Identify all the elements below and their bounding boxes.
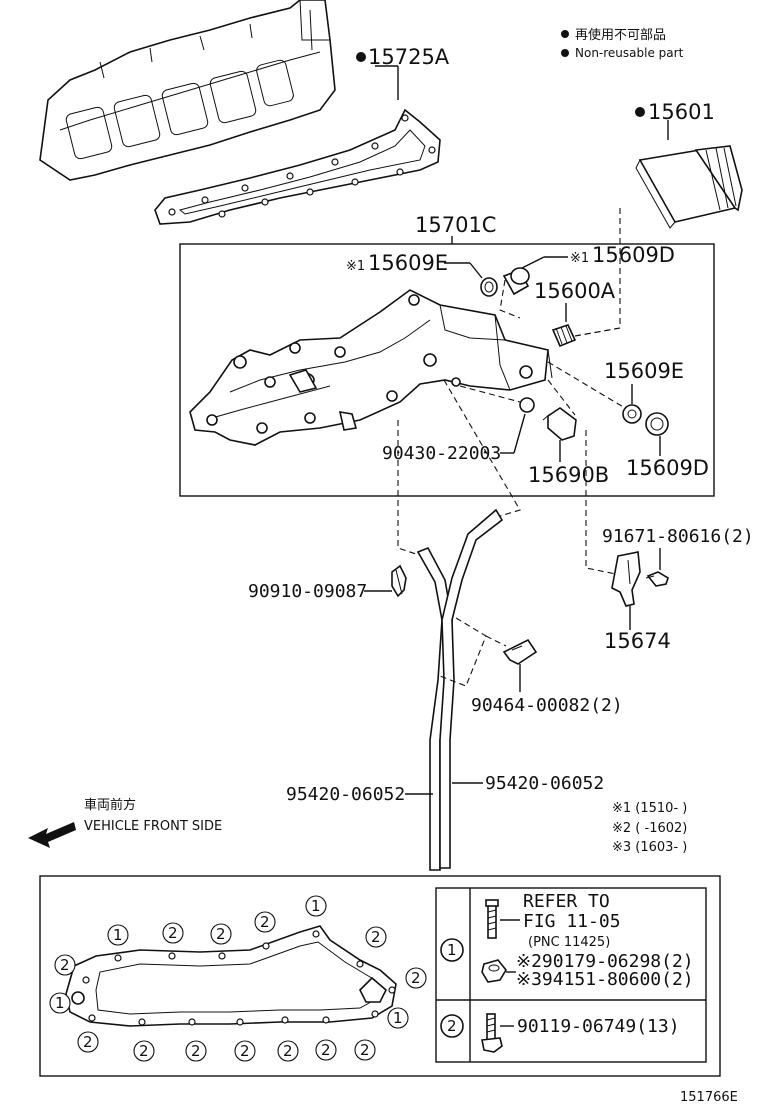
- part-number-bracket-15674[interactable]: 15674: [604, 629, 671, 653]
- plug-15609D-right-illustration: [645, 412, 669, 436]
- note-asterisk3: ※3 (1603- ): [612, 840, 687, 855]
- callout-2: 2: [139, 1042, 149, 1060]
- union-15600A-illustration: [551, 324, 577, 348]
- engine-block-illustration: [39, 0, 336, 181]
- note-asterisk1: ※1 (1510- ): [612, 801, 687, 816]
- callout-1: 1: [393, 1009, 403, 1027]
- part-number-oil-cooler-15701C[interactable]: 15701C: [415, 213, 496, 237]
- part-number-clamp-90464-00082[interactable]: 90464-00082(2): [471, 695, 623, 716]
- table-row1-part-94151-80600[interactable]: ※394151-80600(2): [516, 969, 694, 990]
- part-number-plug-15609E-top[interactable]: 15609E: [368, 251, 448, 275]
- callout-2: 2: [168, 924, 178, 942]
- plug-15609E-top-illustration: [480, 277, 498, 297]
- legend-dot-icon: [561, 49, 569, 57]
- part-number-gasket-15725A[interactable]: 15725A: [368, 45, 450, 69]
- gasket-15725A: [154, 108, 441, 225]
- callout-2: 2: [60, 956, 70, 974]
- part-number-plug-15609E-right[interactable]: 15609E: [604, 359, 684, 383]
- gasket-bolt-callouts: [49, 895, 427, 1062]
- gasket-bolt-detail-box: [39, 875, 721, 1077]
- hose-95420-06052-right-illustration: [439, 508, 504, 869]
- bolt-reference-table: 1 2 REFER TO FIG 11-05 (PNC 11425) ※2901…: [435, 887, 707, 1063]
- callout-2: 2: [240, 1042, 250, 1060]
- gasket-90430-22003-illustration: [519, 397, 535, 413]
- table-row1-fig: FIG 11-05: [523, 911, 621, 932]
- part-number-bolt-91671-80616[interactable]: 91671-80616(2): [602, 526, 754, 547]
- non-reusable-dot-icon: [635, 107, 645, 117]
- part-number-gasket-90430-22003[interactable]: 90430-22003: [382, 443, 501, 464]
- callout-1: 1: [55, 994, 65, 1012]
- bracket-15674-illustration: [611, 551, 641, 607]
- bolt-91671-80616-illustration: [645, 571, 669, 587]
- oil-cooler-assembly-box: [179, 243, 715, 497]
- table-row1-part-90179-06298[interactable]: ※290179-06298(2): [516, 951, 694, 972]
- callout-2: 2: [360, 1041, 370, 1059]
- callout-2: 2: [283, 1042, 293, 1060]
- legend: 再使用不可部品 Non-reusable part: [561, 27, 684, 60]
- part-number-hose-95420-06052-right[interactable]: 95420-06052: [485, 773, 604, 794]
- table-row2-part-90119-06749[interactable]: 90119-06749(13): [517, 1016, 680, 1037]
- bolt-icon: [485, 899, 499, 939]
- drain-cock-90910-09087-illustration: [391, 564, 407, 598]
- table-row1-pnc: (PNC 11425): [528, 935, 610, 950]
- part-number-switch-15690B[interactable]: 15690B: [528, 463, 609, 487]
- nut-icon: [481, 959, 507, 983]
- switch-15690B-illustration: [542, 407, 577, 441]
- table-row1-id: 1: [447, 941, 457, 959]
- note-asterisk2: ※2 ( -1602): [612, 821, 687, 836]
- callout-2: 2: [216, 925, 226, 943]
- callout-2: 2: [83, 1033, 93, 1051]
- callout-2: 2: [260, 913, 270, 931]
- front-arrow-icon: [28, 822, 76, 848]
- plug-15609D-top-illustration: [502, 267, 530, 296]
- gasket-detail-illustration: [65, 925, 397, 1027]
- legend-dot-icon: [561, 30, 569, 38]
- callout-2: 2: [191, 1042, 201, 1060]
- vehicle-front-en: VEHICLE FRONT SIDE: [84, 819, 222, 834]
- flange-bolt-icon: [481, 1013, 503, 1053]
- table-row1-refer: REFER TO: [523, 891, 610, 912]
- part-number-oil-filter-15601[interactable]: 15601: [648, 100, 715, 124]
- mark-asterisk1-ref: ※1: [570, 251, 589, 266]
- oil-filter-15601: [635, 145, 743, 229]
- legend-non-reusable-ja: 再使用不可部品: [575, 27, 666, 43]
- part-number-drain-cock-90910-09087[interactable]: 90910-09087: [248, 581, 367, 602]
- plug-15609E-right-illustration: [622, 404, 642, 424]
- mark-asterisk1: ※1: [346, 259, 365, 274]
- oil-cooler-body-illustration: [189, 289, 553, 446]
- table-row2-id: 2: [447, 1017, 457, 1035]
- gasket-bolt-callout-labels: 1 2 2 2 1 2 2 2 1 2 2 2 2 2 2 2 1: [55, 897, 421, 1060]
- part-number-plug-15609D-top[interactable]: 15609D: [592, 243, 675, 267]
- part-number-hose-95420-06052-left[interactable]: 95420-06052: [286, 784, 405, 805]
- legend-non-reusable-en: Non-reusable part: [575, 46, 684, 60]
- callout-1: 1: [113, 926, 123, 944]
- part-number-union-15600A[interactable]: 15600A: [534, 279, 616, 303]
- non-reusable-dot-icon: [356, 52, 366, 62]
- callout-1: 1: [311, 897, 321, 915]
- part-number-plug-15609D-right[interactable]: 15609D: [626, 456, 709, 480]
- figure-id: 151766E: [680, 1090, 738, 1105]
- vehicle-front-ja: 車両前方: [84, 797, 136, 813]
- callout-2: 2: [371, 928, 381, 946]
- vehicle-front-direction: 車両前方 VEHICLE FRONT SIDE: [28, 797, 222, 848]
- callout-2: 2: [321, 1041, 331, 1059]
- clamp-90464-00082-illustration: [502, 638, 538, 665]
- callout-2: 2: [411, 969, 421, 987]
